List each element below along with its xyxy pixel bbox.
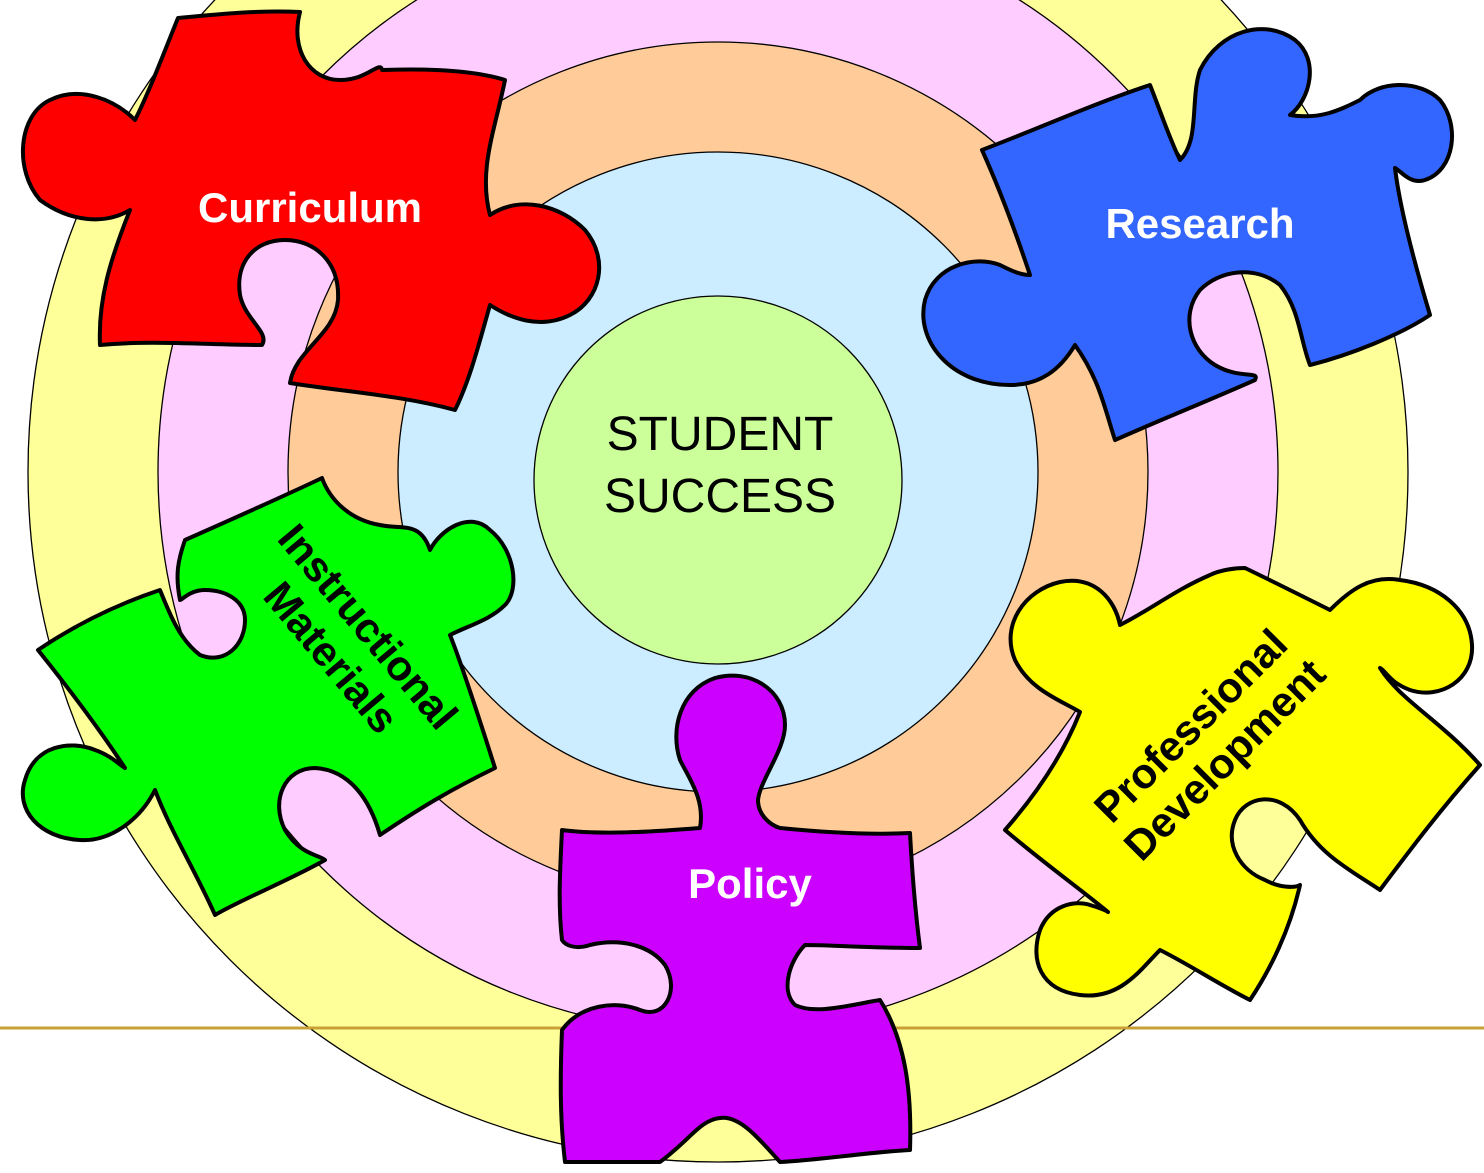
curriculum-label: Curriculum [198, 184, 422, 231]
center-label-line1: STUDENT [607, 408, 834, 461]
puzzle-piece-policy [557, 673, 922, 1165]
center-label-line2: SUCCESS [604, 470, 836, 523]
research-label: Research [1105, 200, 1294, 247]
policy-label: Policy [688, 860, 812, 907]
center-label: STUDENT SUCCESS [604, 408, 836, 523]
ring-core [533, 295, 903, 665]
puzzle-piece-curriculum [20, 9, 602, 412]
puzzle-piece-instructional-materials [20, 476, 516, 917]
puzzle-piece-research [921, 27, 1454, 442]
puzzle-piece-professional-development [1003, 566, 1482, 1002]
